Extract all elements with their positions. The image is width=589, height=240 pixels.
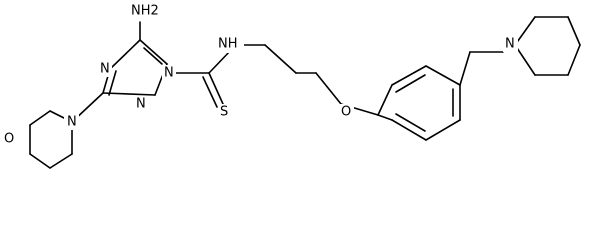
amide-nh-text: NH [218, 37, 238, 52]
triazole-n1-text: N [164, 66, 174, 81]
thione-s-label: S [218, 104, 232, 120]
triazole-n2-text: N [136, 97, 146, 112]
triazole-n1-label: N [162, 65, 176, 81]
triazole-n4-label: N [98, 61, 112, 77]
morpholine-n-text: N [67, 115, 77, 130]
morpholine-o-label: O [2, 131, 17, 147]
bond-lines [29, 16, 581, 169]
atom-labels: NH2 N N N N O NH S [2, 2, 518, 147]
triazole-n2-label: N [134, 96, 148, 112]
piperidine-n-text: N [505, 37, 515, 52]
morpholine-o-text: O [4, 132, 14, 147]
amide-nh-label: NH [216, 35, 244, 53]
amino-group-label: NH2 [130, 2, 159, 20]
amino-nh2-text: NH2 [131, 4, 159, 19]
triazole-n4-text: N [100, 62, 110, 77]
piperidine-n-label: N [503, 36, 518, 52]
morpholine-n-label: N [64, 114, 79, 130]
molecule-structure-diagram: NH2 N N N N O NH S [2, 2, 581, 169]
ether-o-text: O [341, 105, 351, 120]
ether-o-label: O [339, 104, 354, 120]
thione-s-text: S [220, 105, 228, 120]
